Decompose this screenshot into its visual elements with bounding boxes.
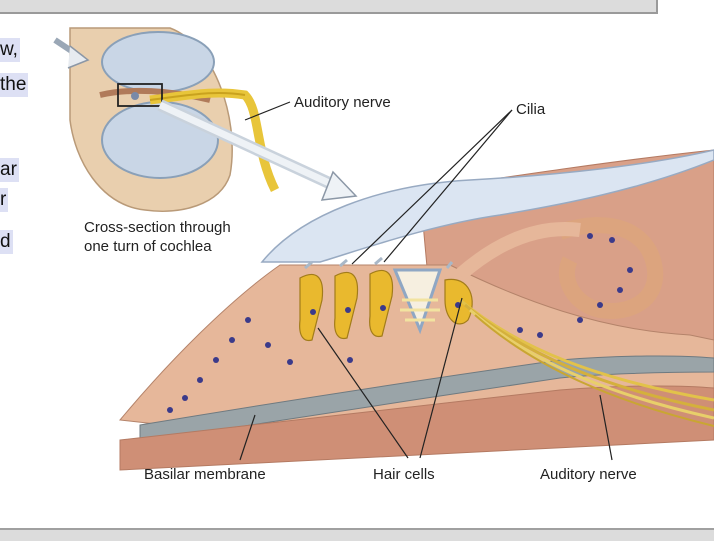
cell-nuclei xyxy=(167,233,633,413)
cochlea-inset xyxy=(69,27,280,212)
inner-hair-cell xyxy=(444,278,473,325)
slide-text-fragment-3: ar xyxy=(0,158,19,182)
slide-text-fragment-4: r xyxy=(0,188,9,212)
top-divider-bar xyxy=(0,0,658,14)
slide-text-fragment-1: w, xyxy=(0,38,20,62)
outer-hair-cells xyxy=(299,269,394,342)
zoom-box xyxy=(117,83,163,107)
bottom-divider-bar xyxy=(0,528,714,541)
label-basilar-membrane: Basilar membrane xyxy=(144,466,266,483)
label-auditory-nerve-top: Auditory nerve xyxy=(294,94,391,111)
label-cilia: Cilia xyxy=(516,101,546,118)
slide-text-fragment-2: the xyxy=(0,73,29,97)
nerve-fibers xyxy=(459,298,714,427)
organ-of-corti xyxy=(119,149,714,471)
leader-lines xyxy=(239,101,613,461)
slide-text-fragment-5: d xyxy=(0,230,13,254)
inset-caption: Cross-section through one turn of cochle… xyxy=(84,219,231,255)
label-auditory-nerve-bottom: Auditory nerve xyxy=(540,466,637,483)
label-hair-cells: Hair cells xyxy=(373,466,435,483)
zoom-arrow xyxy=(157,99,358,201)
pointer-arrow-icon xyxy=(53,37,90,69)
